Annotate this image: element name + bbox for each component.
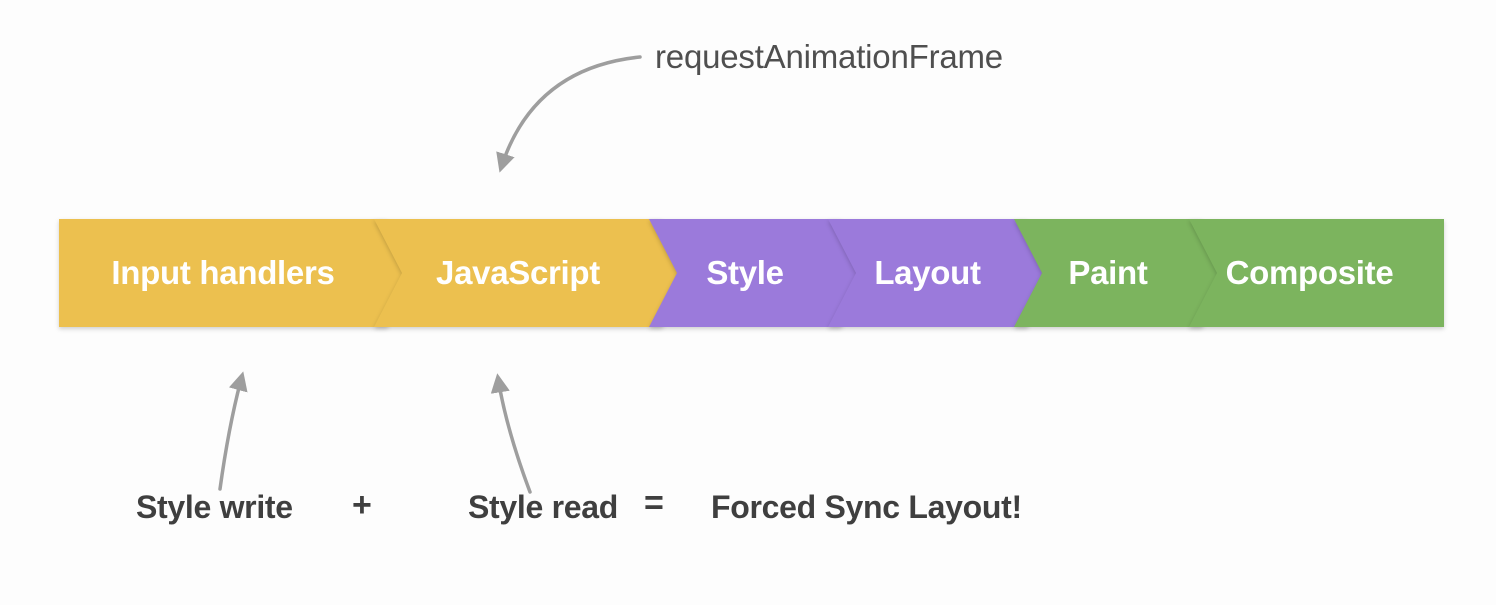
plus-sign: + [352, 486, 372, 524]
chevron-shape: Paint [1014, 219, 1230, 327]
chevron-shape: Style [649, 219, 869, 327]
chevron-shape: Layout [828, 219, 1055, 327]
pipeline-segment-style: Style [649, 219, 841, 327]
chevron-shape: JavaScript [374, 219, 690, 327]
equals-sign: = [644, 484, 664, 522]
segment-label: JavaScript [436, 254, 600, 291]
segment-label: Composite [1225, 254, 1394, 291]
style-write-label: Style write [136, 489, 293, 525]
segment-label: Layout [874, 254, 981, 291]
chevron-shape: Input handlers [59, 219, 415, 327]
pipeline-segment-composite: Composite [1189, 219, 1444, 327]
style-read-label: Style read [468, 489, 618, 525]
pipeline-segment-paint: Paint [1014, 219, 1202, 327]
pipeline-segment-input-handlers: Input handlers [59, 219, 387, 327]
segment-label: Style [706, 254, 784, 291]
raf-curved-arrow-icon [496, 55, 642, 173]
pipeline-segment-javascript: JavaScript [374, 219, 662, 327]
segment-label: Paint [1068, 254, 1148, 291]
rendering-pipeline: Input handlers JavaScript Style Layout P… [59, 219, 1444, 327]
segment-label: Input handlers [111, 254, 335, 291]
request-animation-frame-label: requestAnimationFrame [655, 38, 1003, 75]
pipeline-segment-layout: Layout [828, 219, 1027, 327]
chevron-shape: Composite [1189, 219, 1444, 327]
forced-sync-layout-label: Forced Sync Layout! [711, 489, 1022, 525]
style-read-arrow-icon [490, 373, 532, 494]
style-write-arrow-icon [218, 371, 248, 491]
